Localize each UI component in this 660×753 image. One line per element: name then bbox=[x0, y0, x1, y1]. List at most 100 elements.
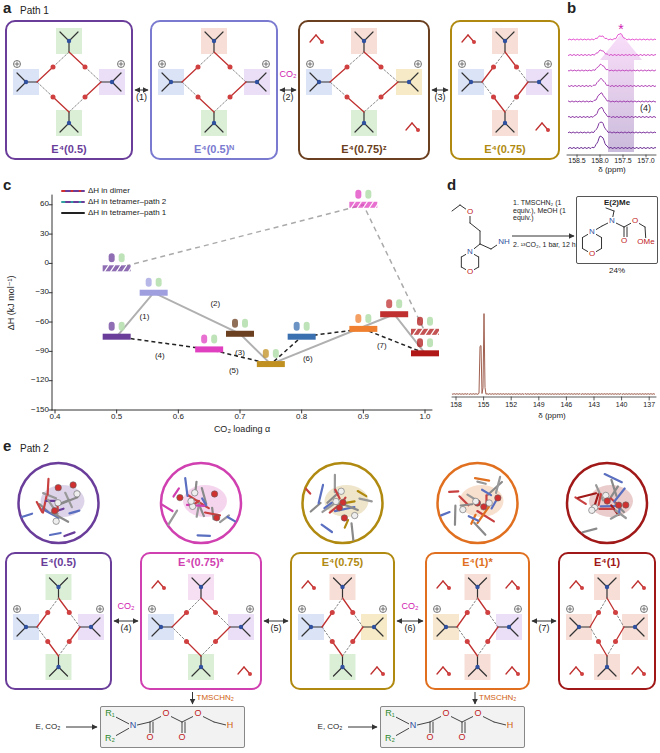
oxygen-atom bbox=[514, 95, 519, 100]
atom-ball bbox=[604, 498, 610, 504]
label-text: Path 2 bbox=[20, 443, 49, 454]
bond-line bbox=[53, 52, 69, 67]
charge-symbol bbox=[545, 61, 552, 68]
bond-line bbox=[343, 642, 353, 657]
oxygen-atom bbox=[447, 586, 451, 590]
oxygen-atom bbox=[196, 95, 201, 100]
oxygen-atom bbox=[465, 639, 470, 644]
nitrogen-atom bbox=[362, 121, 366, 125]
atom-ball bbox=[177, 494, 183, 500]
compound-label: E(2)Me bbox=[603, 199, 631, 208]
atom-ball bbox=[616, 502, 622, 508]
tint-square bbox=[351, 28, 377, 54]
stick-bond bbox=[474, 523, 485, 535]
molecule-icon bbox=[156, 278, 162, 287]
bond-line bbox=[505, 97, 517, 112]
bond-line bbox=[343, 598, 353, 613]
label-text: 0.6 bbox=[173, 413, 184, 422]
nmr-spectrum bbox=[568, 64, 656, 71]
molecule-icon bbox=[211, 334, 217, 343]
charge-symbol bbox=[459, 61, 466, 68]
tint-square bbox=[465, 574, 491, 600]
step-number: (3) bbox=[435, 93, 446, 103]
label-text: * bbox=[618, 22, 623, 37]
atom-label: N bbox=[409, 721, 418, 731]
bond-line bbox=[322, 627, 332, 642]
energy-bar bbox=[103, 334, 131, 340]
oxygen-atom bbox=[350, 610, 355, 615]
label-text: 1. TMSCHN₂ (1 equiv.), MeOH (1 equiv.) bbox=[513, 199, 579, 222]
atom-label: R₂ bbox=[384, 734, 396, 744]
nitrogen-atom bbox=[159, 625, 163, 629]
axis-tick bbox=[483, 397, 484, 400]
axis-tick bbox=[456, 397, 457, 400]
bond-line bbox=[478, 598, 488, 613]
charge-symbol bbox=[570, 607, 571, 611]
nitrogen-atom bbox=[56, 585, 60, 589]
oxygen-atom bbox=[83, 65, 88, 70]
tint-square bbox=[396, 69, 422, 95]
molecule-icon bbox=[365, 190, 371, 199]
oxygen-atom bbox=[45, 639, 50, 644]
bond-line bbox=[381, 67, 398, 82]
bond-line bbox=[332, 642, 342, 657]
path2-line bbox=[117, 329, 425, 364]
nitrogen-atom bbox=[317, 80, 321, 84]
stick-bond bbox=[454, 506, 457, 525]
atom-label: O bbox=[631, 217, 639, 226]
axis-tick bbox=[49, 322, 52, 323]
legend-text: ΔH in tetramer–path 1 bbox=[88, 209, 166, 218]
bond-line bbox=[187, 598, 202, 613]
species-box: E⁴(0.5)ᴺ bbox=[150, 20, 278, 160]
atom-label: N bbox=[588, 228, 596, 237]
charge-symbol bbox=[548, 62, 549, 66]
oxygen-atom bbox=[580, 672, 584, 676]
label-text: (7) bbox=[377, 342, 387, 351]
oxygen-atom bbox=[613, 639, 618, 644]
label-text: (1) bbox=[140, 313, 150, 322]
bond-line bbox=[216, 627, 231, 642]
stick-bond bbox=[475, 478, 489, 480]
molecule-icon bbox=[355, 190, 361, 199]
bond-line bbox=[506, 581, 512, 588]
stick-bond bbox=[477, 482, 485, 484]
bond-line bbox=[330, 67, 347, 82]
legend-text: ΔH in dimer bbox=[88, 187, 130, 196]
bond-line bbox=[488, 613, 498, 628]
bar-stripe bbox=[437, 329, 441, 335]
species-label: E⁴(1)* bbox=[461, 556, 494, 568]
oxygen-atom bbox=[613, 610, 618, 615]
bond-line bbox=[353, 613, 363, 628]
tint-square bbox=[188, 654, 214, 680]
bar-stripe bbox=[129, 265, 133, 271]
energy-bar bbox=[411, 329, 439, 335]
nitrogen-atom bbox=[89, 625, 93, 629]
tint-square bbox=[458, 69, 484, 95]
molecule-icon bbox=[232, 319, 238, 328]
oxygen-atom bbox=[596, 639, 601, 644]
atom-label: O bbox=[473, 709, 482, 719]
atom-ball bbox=[211, 491, 217, 497]
tint-square bbox=[526, 69, 552, 95]
axis-tick bbox=[49, 234, 52, 235]
nitrogen-atom bbox=[407, 80, 411, 84]
bond-line bbox=[59, 642, 70, 657]
energy-bar bbox=[195, 346, 223, 352]
bond-line bbox=[332, 598, 342, 613]
panel-letter: a bbox=[3, 0, 11, 17]
label-text: 0.7 bbox=[234, 413, 245, 422]
oxygen-atom bbox=[642, 672, 646, 676]
charge-symbol bbox=[14, 606, 21, 613]
tint-square bbox=[566, 614, 592, 640]
bond-line bbox=[216, 613, 231, 628]
bond-line bbox=[381, 82, 398, 97]
oxygen-atom bbox=[162, 586, 166, 590]
oxygen-atom bbox=[83, 95, 88, 100]
bond-line bbox=[302, 581, 308, 588]
bond-line bbox=[214, 97, 230, 112]
molecule-icon bbox=[417, 317, 423, 326]
nitrogen-atom bbox=[199, 585, 203, 589]
atom-label: O bbox=[177, 733, 186, 743]
legend-sample bbox=[66, 201, 84, 203]
label-text: (2) bbox=[210, 300, 220, 309]
